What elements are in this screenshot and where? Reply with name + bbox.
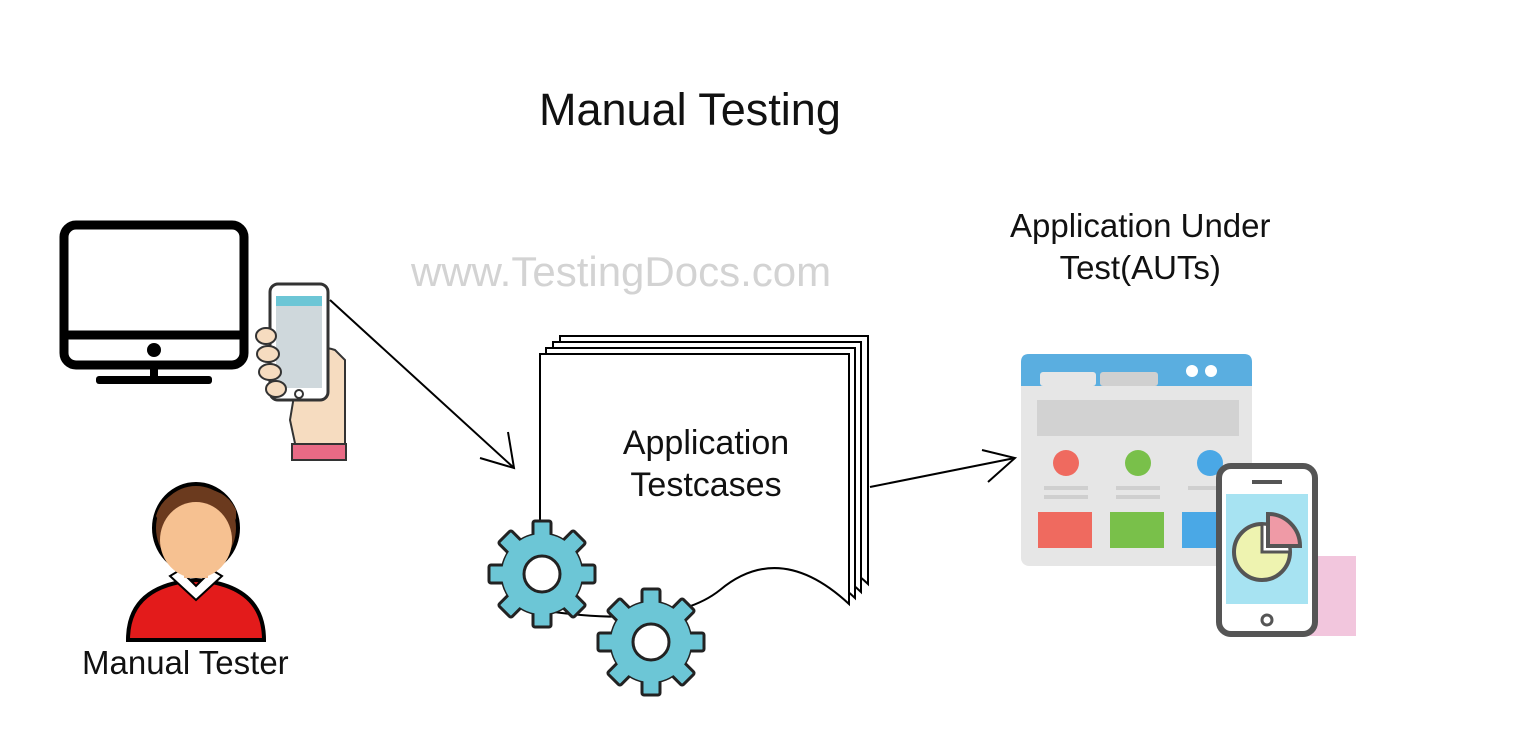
manual-tester-label: Manual Tester [82,644,289,681]
arrow-phone-to-testcases [329,299,516,470]
testcases-label-line2: Testcases [630,466,782,504]
testcases-document-stack [539,335,869,618]
testcases-label: Application Testcases [600,422,812,506]
aut-label-line2: Test(AUTs) [1059,249,1221,286]
watermark-text: www.TestingDocs.com [411,248,832,295]
testcases-label-line1: Application [622,424,790,462]
browser-window-icon [1021,354,1252,566]
hand-holding-phone-icon [255,282,347,461]
aut-label: Application Under Test(AUTs) [1010,205,1271,289]
mobile-chart-icon [1216,463,1356,637]
manual-tester-avatar-icon [125,482,267,642]
arrow-testcases-to-aut [869,449,1018,488]
gears-icon [487,519,706,697]
aut-label-line1: Application Under [1010,207,1271,244]
desktop-monitor-icon [59,220,249,384]
diagram-title: Manual Testing [539,84,841,135]
